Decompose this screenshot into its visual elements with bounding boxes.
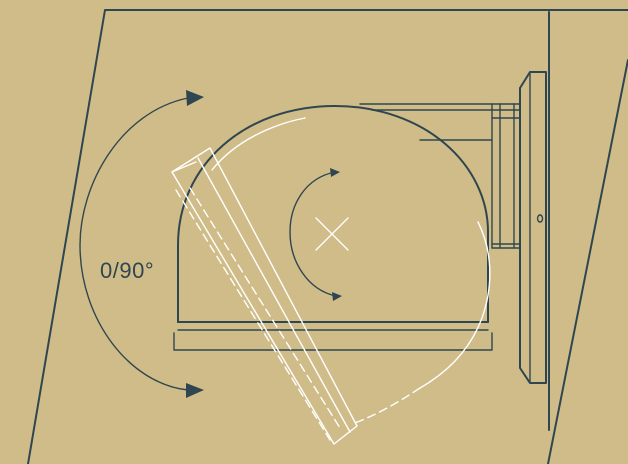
ghost-panel-inner-1 — [175, 189, 331, 441]
ghost-panel-top — [171, 161, 197, 173]
ghost-panel — [171, 147, 358, 445]
pivot-arrowhead-bottom — [332, 292, 342, 301]
mount-plate — [519, 71, 547, 384]
ghost-head-bottom-dashed — [351, 387, 421, 425]
rotation-range-label: 0/90° — [100, 258, 155, 283]
fixture-head — [177, 105, 489, 323]
pivot-rotation-arrow — [289, 171, 337, 297]
ghost-head-arc — [211, 117, 306, 171]
ghost-panel-inner-2 — [189, 187, 341, 429]
range-rotation-arrow — [79, 97, 189, 391]
pivot-cross-b — [315, 217, 349, 251]
range-arrowhead-bottom — [186, 383, 204, 398]
pivot-arrowhead-top — [330, 168, 340, 177]
range-arrowhead-top — [186, 90, 204, 106]
ghost-panel-edge — [197, 157, 351, 433]
fixture-base-tray — [173, 332, 493, 351]
wall-right-edge — [547, 59, 628, 464]
mount-screw — [536, 214, 544, 223]
ghost-head-right — [419, 221, 491, 389]
wall-frame — [27, 9, 628, 464]
